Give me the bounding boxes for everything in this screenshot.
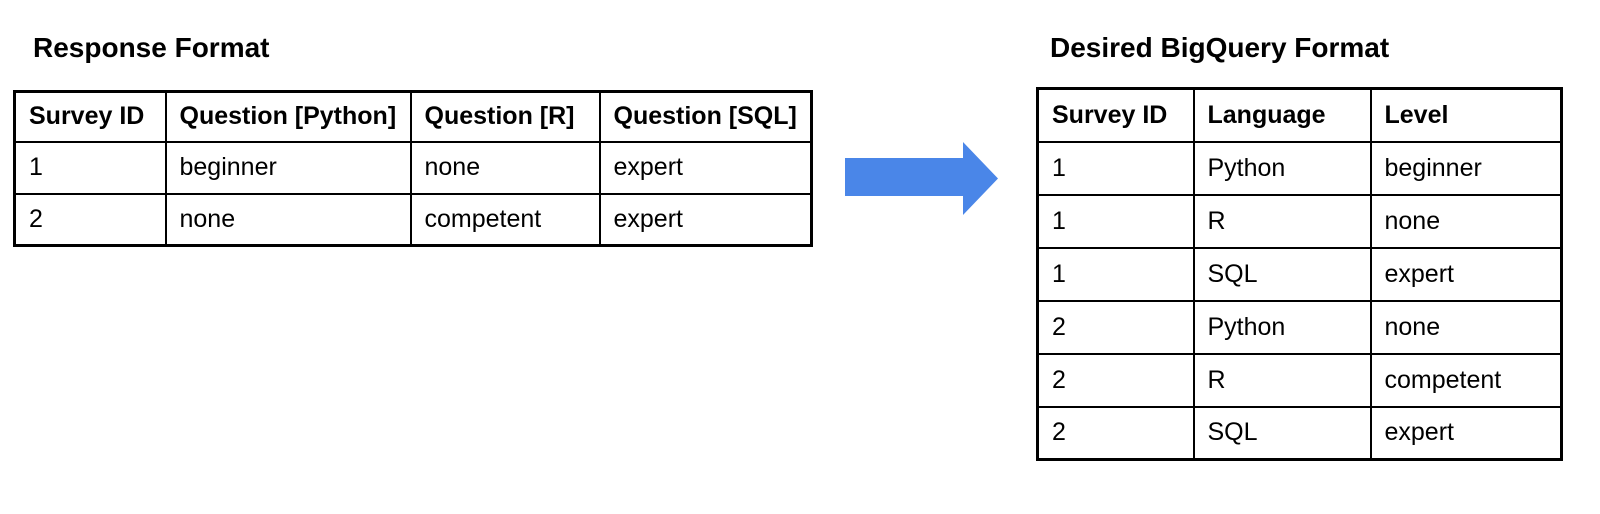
column-header: Question [R] (409, 90, 601, 143)
table-cell: SQL (1192, 246, 1372, 302)
table-cell: R (1192, 352, 1372, 408)
column-header: Question [Python] (164, 90, 412, 143)
table-cell: competent (409, 192, 601, 247)
table-cell: 2 (1036, 299, 1195, 355)
table-cell: Python (1192, 299, 1372, 355)
column-header: Question [SQL] (598, 90, 813, 143)
table-cell: none (164, 192, 412, 247)
table-row: 2 Python none (1036, 299, 1563, 355)
bigquery-format-title: Desired BigQuery Format (1050, 32, 1390, 63)
table-cell: expert (1369, 405, 1563, 461)
response-format-table: Survey ID Question [Python] Question [R]… (13, 90, 813, 247)
table-cell: 1 (1036, 193, 1195, 249)
table-header-row: Survey ID Language Level (1036, 87, 1563, 143)
table-cell: beginner (164, 140, 412, 195)
table-cell: 2 (1036, 352, 1195, 408)
table-cell: beginner (1369, 140, 1563, 196)
column-header: Language (1192, 87, 1372, 143)
table-cell: SQL (1192, 405, 1372, 461)
table-row: 2 none competent expert (13, 192, 813, 247)
table-cell: none (1369, 193, 1563, 249)
table-row: 1 R none (1036, 193, 1563, 249)
table-row: 2 SQL expert (1036, 405, 1563, 461)
table-row: 1 Python beginner (1036, 140, 1563, 196)
table-cell: 2 (1036, 405, 1195, 461)
table-cell: expert (598, 140, 813, 195)
column-header: Survey ID (1036, 87, 1195, 143)
right-arrow-shape (845, 142, 998, 215)
table-cell: competent (1369, 352, 1563, 408)
table-cell: 2 (13, 192, 167, 247)
table-cell: expert (598, 192, 813, 247)
table-row: 2 R competent (1036, 352, 1563, 408)
table-header-row: Survey ID Question [Python] Question [R]… (13, 90, 813, 143)
column-header: Level (1369, 87, 1563, 143)
table-cell: Python (1192, 140, 1372, 196)
table-row: 1 beginner none expert (13, 140, 813, 195)
table-cell: none (409, 140, 601, 195)
response-format-title: Response Format (33, 32, 270, 63)
table-cell: 1 (13, 140, 167, 195)
table-row: 1 SQL expert (1036, 246, 1563, 302)
table-cell: R (1192, 193, 1372, 249)
table-cell: 1 (1036, 140, 1195, 196)
bigquery-format-table: Survey ID Language Level 1 Python beginn… (1036, 87, 1563, 461)
right-arrow-icon (845, 142, 998, 215)
column-header: Survey ID (13, 90, 167, 143)
table-cell: 1 (1036, 246, 1195, 302)
table-cell: none (1369, 299, 1563, 355)
table-cell: expert (1369, 246, 1563, 302)
